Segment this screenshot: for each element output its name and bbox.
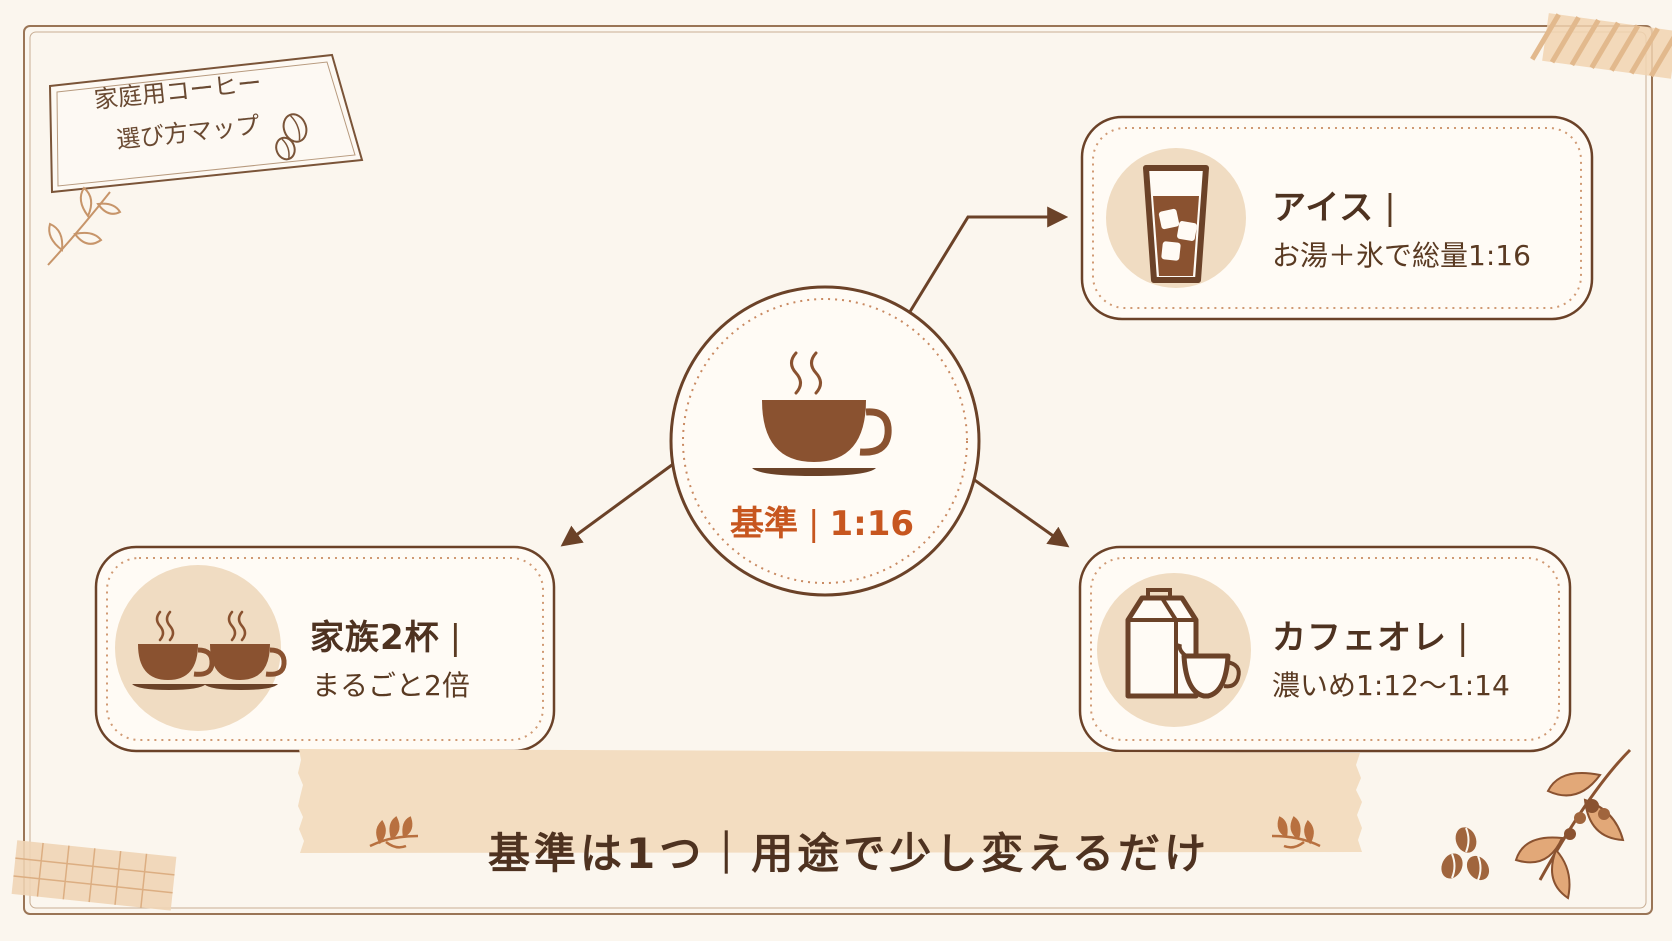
card-cafe-au-lait-subtitle: 濃いめ1:12〜1:14 [1272, 669, 1510, 702]
tape-bottom-left [11, 840, 177, 911]
card-cafe-au-lait [1078, 545, 1572, 753]
card-family [94, 545, 556, 753]
center-label: 基準|1:16 [730, 496, 914, 545]
milk-carton-icon [1125, 588, 1241, 699]
card-ice [1080, 115, 1594, 321]
coffee-cup-icon [752, 351, 892, 476]
coffee-branch-icon [1514, 748, 1632, 900]
arrow-to-family [560, 460, 677, 547]
card-ice-title: アイス| [1272, 180, 1397, 229]
card-ice-title-text: アイス [1272, 188, 1375, 228]
leaf-sprig-icon [47, 186, 122, 266]
center-label-text: 基準 [730, 504, 798, 544]
wheat-sprig-left-icon [369, 816, 419, 849]
card-cafe-au-lait-separator: | [1457, 618, 1470, 658]
bottom-banner [298, 749, 1362, 853]
arrow-to-ice [898, 206, 1069, 329]
page-frame [23, 25, 1653, 915]
card-ice-subtitle: お湯＋氷で総量1:16 [1272, 239, 1531, 272]
card-family-subtitle: まるごと2倍 [312, 669, 470, 702]
card-ice-separator: | [1384, 188, 1397, 228]
card-cafe-au-lait-title-text: カフェオレ [1272, 618, 1447, 658]
two-cups-icon [132, 610, 287, 690]
center-ratio: 1:16 [829, 504, 915, 544]
title-note [48, 53, 364, 194]
iced-glass-icon [1143, 165, 1209, 283]
coffee-beans-icon [275, 113, 308, 161]
banner-text: 基準は1つ｜用途で少し変えるだけ [488, 829, 1210, 878]
center-separator: | [808, 504, 820, 544]
coffee-beans-pile-icon [1441, 827, 1490, 881]
card-family-title: 家族2杯| [310, 610, 462, 659]
center-node [669, 285, 981, 597]
tape-top-right [1530, 13, 1672, 79]
wheat-sprig-right-icon [1271, 816, 1321, 849]
card-cafe-au-lait-title: カフェオレ| [1272, 610, 1469, 659]
card-family-separator: | [449, 618, 463, 658]
card-family-title-text: 家族2杯 [310, 618, 440, 658]
